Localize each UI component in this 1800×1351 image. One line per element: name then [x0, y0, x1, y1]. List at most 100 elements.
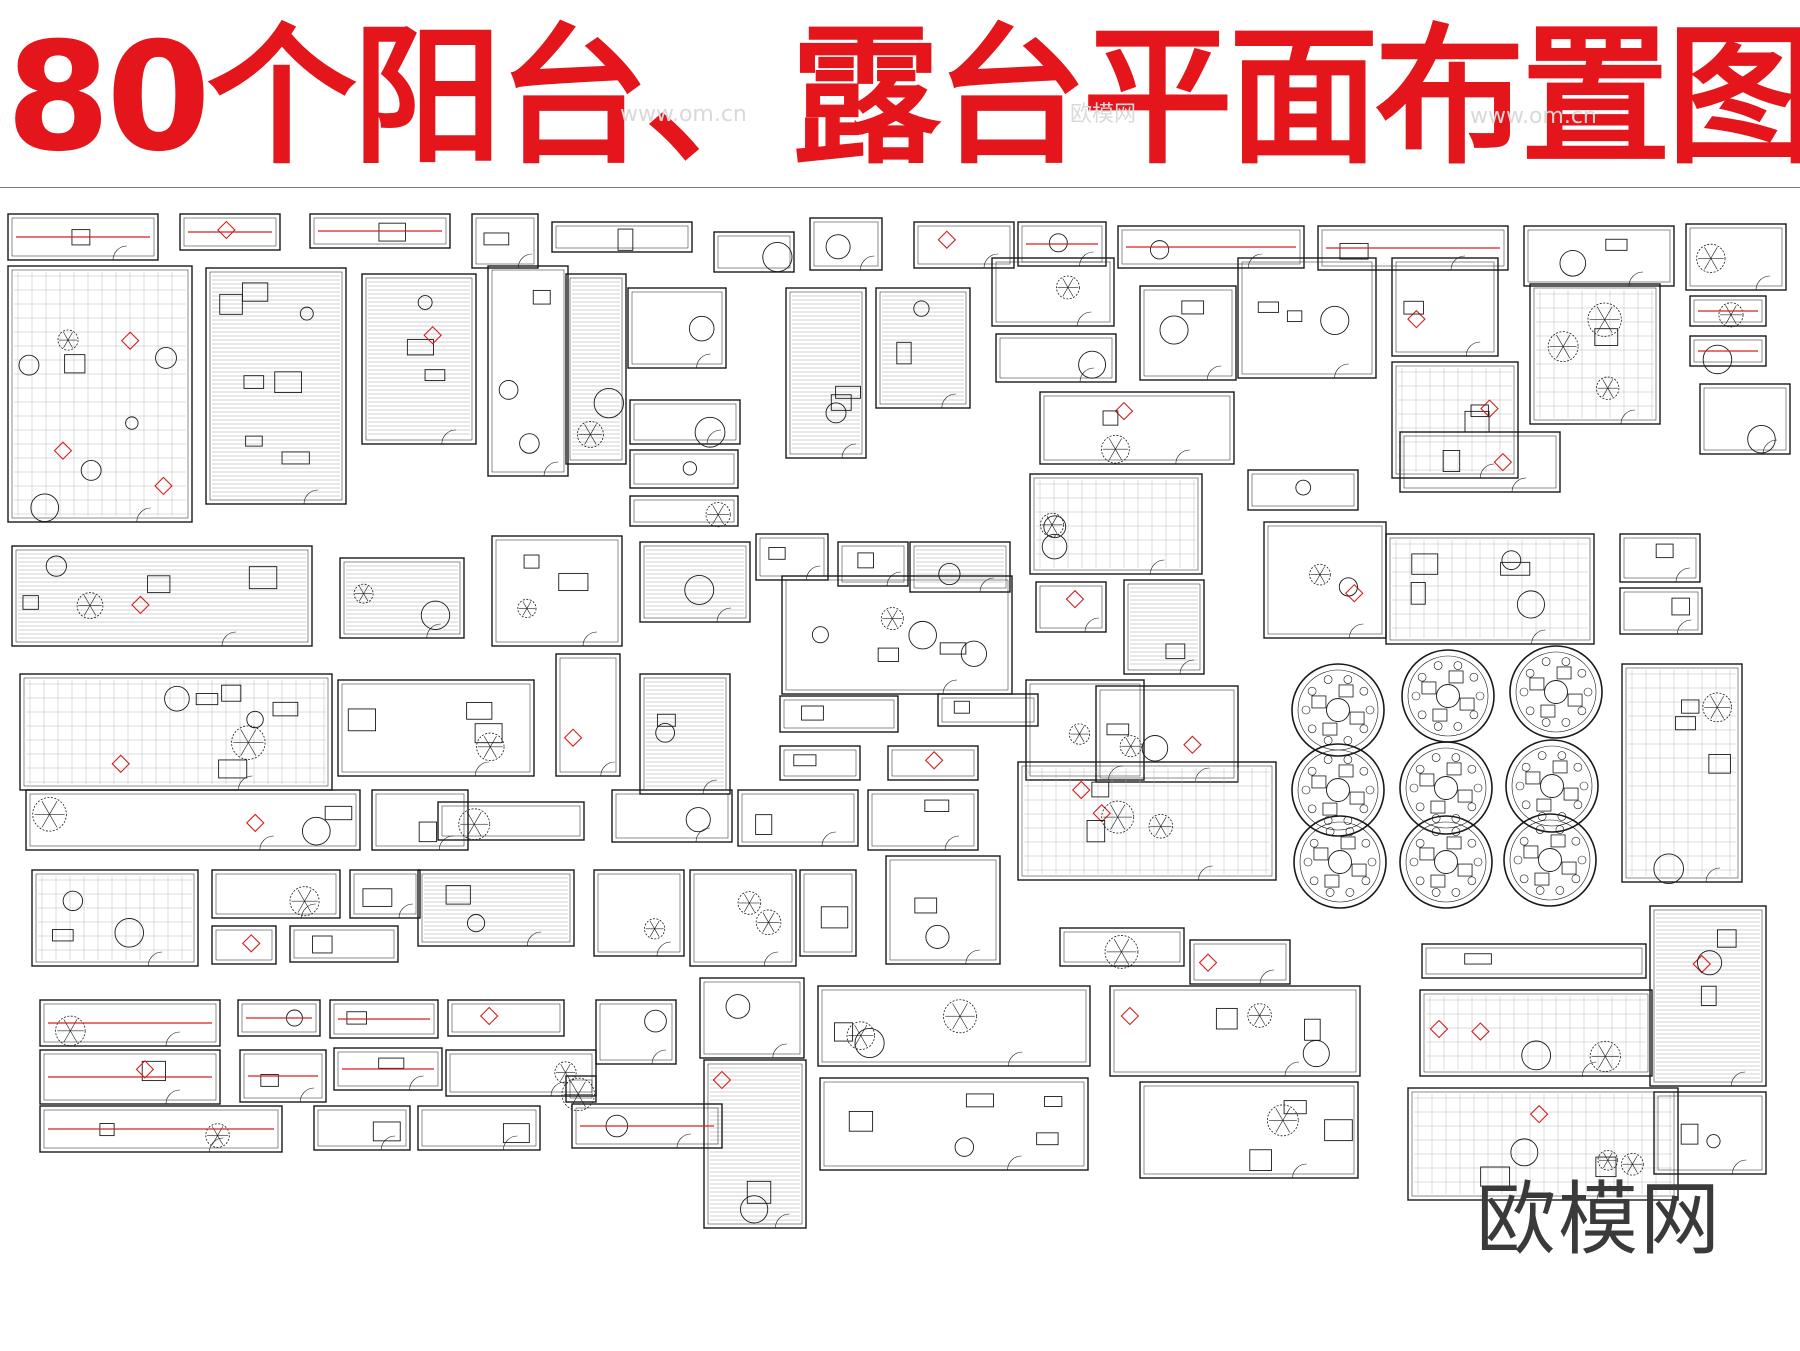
perimeter-planter — [1361, 876, 1371, 886]
balcony-plan — [1421, 943, 1647, 979]
plant-canopy — [577, 421, 604, 448]
perimeter-planter — [1473, 857, 1483, 867]
perimeter-planter — [1433, 722, 1443, 731]
balcony-plan — [437, 801, 585, 841]
red-chair-symbol — [1429, 1019, 1449, 1039]
plan-outline — [1029, 473, 1203, 575]
round-table — [593, 387, 624, 419]
round-table — [938, 562, 961, 586]
plan-outline — [991, 257, 1115, 327]
round-table — [164, 685, 190, 712]
plant-canopy — [1148, 814, 1174, 839]
perimeter-planter — [1431, 753, 1441, 762]
door-swing — [1620, 409, 1636, 425]
round-table — [1653, 853, 1684, 884]
perimeter-planter — [1365, 785, 1375, 795]
red-chair-symbol — [1092, 804, 1111, 823]
plant-symbol — [1587, 302, 1622, 337]
balcony-plan — [785, 287, 867, 459]
door-swing — [716, 607, 732, 623]
plant-symbol — [755, 909, 782, 936]
plant-branch — [654, 920, 660, 929]
plan-outline — [627, 287, 727, 369]
lounge-chair — [1529, 677, 1545, 691]
balcony-plan — [329, 999, 439, 1039]
plant-branch — [1627, 1155, 1633, 1165]
balcony-plan — [1039, 391, 1235, 465]
plan-wall — [1033, 477, 1199, 571]
plan-wall — [421, 873, 571, 943]
round-table — [420, 600, 451, 630]
balcony-plan — [417, 1105, 541, 1151]
door-swing — [209, 1137, 224, 1153]
balcony-plan — [1237, 257, 1377, 379]
plan-wall — [1039, 585, 1103, 629]
round-table — [1149, 240, 1170, 260]
perimeter-planter — [1573, 762, 1583, 772]
red-chair-symbol — [53, 441, 73, 460]
red-chair-symbol — [479, 1006, 499, 1026]
plan-wall — [633, 453, 735, 485]
door-swing — [965, 949, 980, 965]
plan-outline — [837, 541, 909, 587]
furniture-chair — [1411, 553, 1439, 575]
door-swing — [1531, 629, 1546, 645]
plan-wall — [313, 217, 447, 245]
perimeter-planter — [1303, 857, 1313, 867]
round-outline — [1291, 743, 1385, 837]
plant-canopy — [1718, 302, 1744, 328]
lounge-chair — [1340, 836, 1356, 850]
plant-canopy — [943, 999, 977, 1034]
balcony-plan — [595, 999, 677, 1065]
plant-branch — [1155, 826, 1162, 836]
balcony-plan — [39, 1049, 221, 1105]
lounge-chair — [1419, 847, 1435, 861]
door-swing — [526, 931, 542, 947]
plan-outline — [39, 1105, 283, 1153]
balcony-plan — [1419, 989, 1653, 1077]
plant-branch — [749, 894, 755, 904]
plant-branch — [1160, 826, 1167, 836]
furniture-chair — [52, 929, 74, 942]
plant-branch — [1603, 1152, 1609, 1161]
plant-symbol — [1309, 563, 1331, 586]
lounge-chair — [1322, 802, 1338, 816]
furniture-chair — [406, 339, 434, 356]
plan-outline — [689, 869, 797, 967]
plan-wall — [491, 269, 565, 473]
watermark-logo: 欧模网 — [1476, 1173, 1722, 1266]
plant-branch — [1074, 733, 1080, 743]
round-terrace-plan — [1401, 649, 1495, 743]
balcony-plan — [487, 265, 569, 477]
balcony-plan — [339, 557, 465, 639]
plant-symbol — [458, 808, 491, 841]
plant-branch — [1275, 1108, 1284, 1121]
plant-branch — [712, 514, 719, 525]
plan-wall — [575, 1107, 719, 1145]
plant-branch — [1704, 247, 1712, 259]
perimeter-planter — [1535, 886, 1545, 895]
plant-branch — [749, 902, 755, 912]
furniture-chair — [272, 701, 299, 717]
plan-outline — [699, 977, 805, 1059]
perimeter-planter — [1359, 724, 1369, 734]
balcony-plan — [19, 673, 333, 791]
balcony-plan — [39, 1105, 283, 1153]
balcony-plan — [1317, 225, 1509, 271]
balcony-plan — [699, 977, 805, 1059]
furniture-chair — [820, 906, 849, 929]
perimeter-planter — [1361, 838, 1371, 848]
perimeter-planter — [1513, 855, 1523, 865]
door-swing — [1755, 275, 1771, 291]
furniture-chair — [466, 702, 493, 720]
plant-branch — [297, 901, 305, 913]
plan-outline — [1139, 285, 1237, 381]
round-outline — [1401, 649, 1495, 743]
balcony-plan — [211, 925, 277, 965]
plan-outline — [1391, 257, 1499, 357]
plant-branch — [1254, 1006, 1260, 1016]
red-chair-symbol — [1071, 780, 1091, 800]
round-outline — [1399, 741, 1493, 835]
perimeter-planter — [1309, 838, 1319, 848]
door-swing — [886, 571, 902, 587]
